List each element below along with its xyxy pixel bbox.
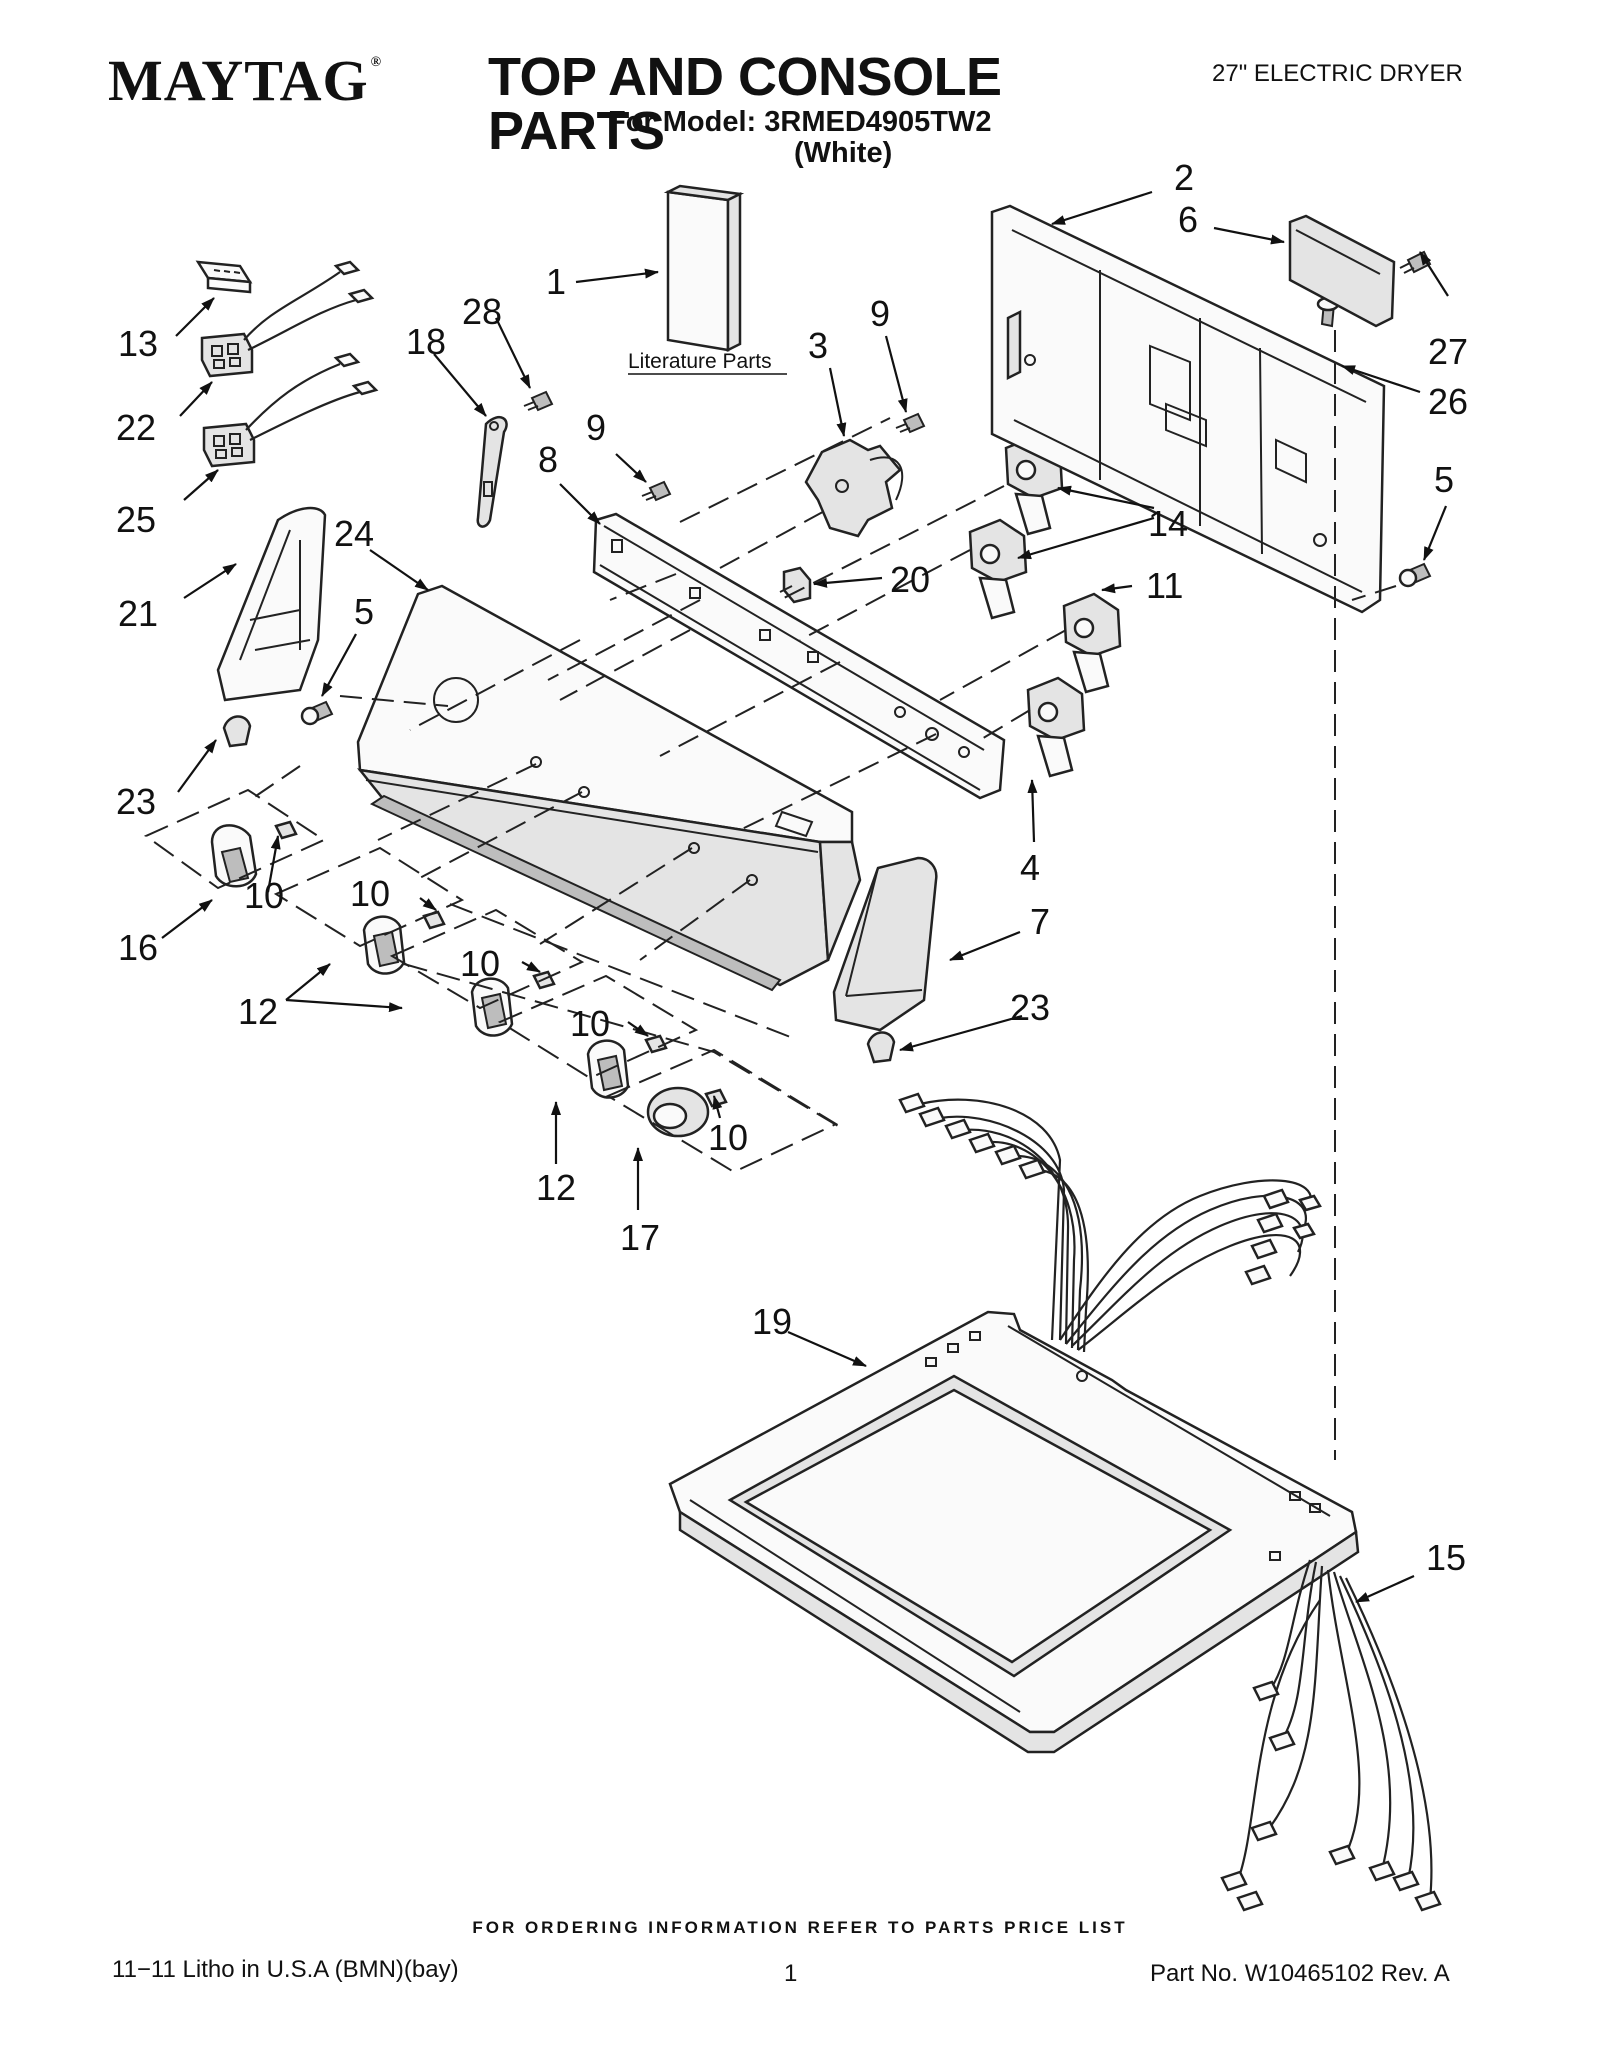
part-5-screw-right [1398,562,1432,588]
part-28-screw [523,390,554,412]
callout-17: 17 [620,1217,660,1258]
leader-lines [161,190,1449,1604]
callouts: 1 2 3 4 5 5 6 7 8 9 9 10 10 10 10 10 11 … [116,157,1468,1578]
litho-note: 11−11 Litho in U.S.A (BMN)(bay) [112,1956,459,1983]
harness-upper [898,1092,1322,1353]
callout-9-left: 9 [586,407,606,448]
callout-22: 22 [116,407,156,448]
model-number: For Model: 3RMED4905TW2 [608,106,992,138]
part-8-control-bracket [592,512,1006,800]
callout-27: 27 [1428,331,1468,372]
brand-logo: MAYTAG® [108,52,382,110]
product-type: 27" ELECTRIC DRYER [1212,60,1463,87]
callout-15: 15 [1426,1537,1466,1578]
part-9-screw-right [895,412,926,434]
part-24-console-panel [356,584,862,992]
callout-2: 2 [1174,157,1194,198]
callout-1: 1 [546,261,566,302]
callout-20: 20 [890,559,930,600]
part-4-switch [1026,676,1086,778]
part-14-switch-lower [968,518,1028,620]
callout-9-right: 9 [870,293,890,334]
callout-10-b: 10 [350,873,390,914]
callout-10-d: 10 [570,1003,610,1044]
page-number: 1 [784,1960,798,1987]
callout-8: 8 [538,439,558,480]
callout-26: 26 [1428,381,1468,422]
part-1-literature [663,184,745,353]
part-23-cable-clip-left [222,715,252,748]
callout-18-19: 19 [752,1301,792,1342]
part-21-console-end-cap [216,506,327,702]
alignment-lines [249,330,1397,1460]
part-23-cable-clip-right [866,1031,896,1064]
page-title: TOP AND CONSOLE PARTS [488,47,1002,161]
part-18-console-clip [476,415,508,528]
knob-group-boxes [144,788,839,1174]
callout-12-bottom: 12 [536,1167,576,1208]
callout-4: 4 [1020,847,1040,888]
callout-3: 3 [808,325,828,366]
part-26-screw [1316,296,1340,328]
part-number: Part No. W10465102 Rev. A [1150,1960,1450,1987]
part-19-top-panel [668,1310,1360,1754]
part-5-screw-left [300,700,334,726]
part-9-screw-left [641,480,672,502]
callout-14: 14 [1148,503,1188,544]
part-15-harness-lower [1220,1559,1442,1912]
brand-registered-mark: ® [370,55,383,70]
callout-28: 28 [462,291,502,332]
callout-21: 21 [118,593,158,634]
literature-parts-label: Literature Parts [628,350,772,373]
part-13-terminal-block [195,260,253,294]
ordering-note: FOR ORDERING INFORMATION REFER TO PARTS … [472,1918,1128,1937]
callout-10-a: 10 [244,875,284,916]
part-6-circuit-board [1288,214,1396,328]
model-color: (White) [794,137,893,169]
brand-name: MAYTAG [108,48,369,113]
callout-5-left: 5 [354,591,374,632]
callout-12-left: 12 [238,991,278,1032]
part-16-timer-knob [210,820,298,888]
part-22-harness-connector [200,260,375,378]
callout-5-right: 5 [1434,459,1454,500]
callout-18: 18 [406,321,446,362]
callout-10-c: 10 [460,943,500,984]
callout-16: 16 [118,927,158,968]
part-11-switch [1062,592,1122,694]
callout-13: 13 [118,323,158,364]
callout-6: 6 [1178,199,1198,240]
callout-10-e: 10 [708,1117,748,1158]
callout-23-right: 23 [1010,987,1050,1028]
part-2-control-housing [990,204,1386,614]
callout-11: 11 [1146,565,1183,606]
callout-25: 25 [116,499,156,540]
part-12-knob-3 [586,1034,668,1099]
part-7-console-end-cap [832,856,938,1032]
callout-7: 7 [1030,901,1050,942]
callout-23-left: 23 [116,781,156,822]
callout-24: 24 [334,513,374,554]
part-3-timer [804,438,904,538]
part-25-harness-connector [202,352,379,468]
